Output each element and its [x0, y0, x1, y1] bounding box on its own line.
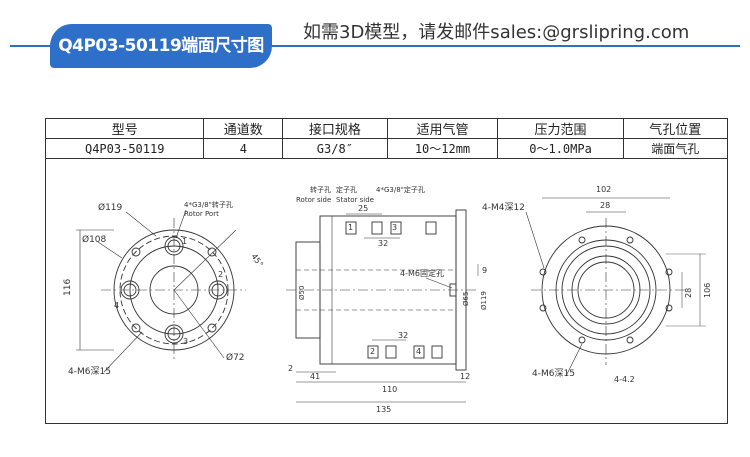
spec-value-cell: Q4P03-50119: [44, 138, 205, 159]
port-num: 4: [114, 301, 119, 310]
header-rule-left: [10, 45, 50, 47]
rotor-port-note-en: Rotor Port: [184, 210, 219, 218]
technical-drawing: Ø119 Ø108 Ø72 116 4*G3/8"转子孔 Rotor Port …: [63, 185, 712, 414]
port-num: 2: [370, 347, 375, 356]
header-rule-right: [272, 45, 740, 47]
dia-72-label: Ø72: [226, 352, 245, 363]
dia-50-label: Ø50: [298, 286, 306, 300]
spec-header-cell: 型号: [44, 118, 205, 139]
dia-outer-label: Ø119: [98, 202, 123, 213]
fix-hole-note: 4-M6固定孔: [400, 268, 444, 278]
m4-note: 4-M4深12: [482, 202, 525, 213]
dim-102: 102: [596, 185, 611, 194]
spec-header-cell: 接口规格: [282, 118, 388, 139]
spec-value-cell: 4: [203, 138, 284, 159]
dim-106: 106: [703, 283, 712, 298]
spec-header-cell: 压力范围: [497, 118, 624, 139]
contact-note: 如需3D模型，请发邮件sales:@grslipring.com: [303, 22, 690, 43]
port-num: 3: [392, 223, 397, 232]
spec-header-cell: 通道数: [203, 118, 284, 139]
dia-65-label: Ø65: [462, 292, 470, 306]
port-num: 4: [416, 347, 421, 356]
port-num: 3: [183, 337, 188, 346]
dim-2: 2: [288, 364, 293, 373]
dim-28-side: 28: [684, 288, 693, 298]
screw-note-left: 4-M6深15: [68, 366, 111, 377]
spec-header-cell: 气孔位置: [622, 118, 729, 139]
dim-12: 12: [460, 372, 470, 381]
stator-side-label: 定子孔: [336, 185, 357, 194]
spec-table: 型号 通道数 接口规格 适用气管 压力范围 气孔位置 Q4P03-50119 4…: [44, 118, 729, 159]
dim-41: 41: [310, 372, 320, 381]
spec-value-cell: G3/8″: [282, 138, 388, 159]
dim-25: 25: [358, 204, 368, 213]
angle-label: 45°: [249, 252, 265, 269]
dim-32-bot: 32: [398, 331, 408, 340]
stator-side-en: Stator side: [336, 196, 374, 204]
spec-value-cell: 10～12mm: [386, 138, 499, 159]
dia-bolt-label: Ø108: [82, 234, 107, 245]
title-badge: Q4P03-50119端面尺寸图: [50, 24, 272, 68]
rotor-side-label: 转子孔: [310, 185, 331, 194]
right-end-view: [525, 197, 706, 377]
port-num: 1: [182, 237, 187, 246]
port-num: 2: [218, 270, 223, 279]
side-section-view: [286, 209, 479, 403]
dim-135: 135: [376, 405, 391, 414]
spec-value-cell: 0～1.0MPa: [497, 138, 624, 159]
rotor-side-en: Rotor side: [296, 196, 331, 204]
rotor-port-note: 4*G3/8"转子孔: [184, 200, 233, 209]
dim-9: 9: [482, 266, 487, 275]
dia-119-label: Ø119: [480, 291, 488, 310]
height-116-label: 116: [63, 279, 73, 296]
port-num: 1: [348, 223, 353, 232]
stator-port-note: 4*G3/8"定子孔: [376, 185, 425, 194]
m6-note-right: 4-M6深15: [532, 368, 575, 379]
spec-value-row: Q4P03-50119 4 G3/8″ 10～12mm 0～1.0MPa 端面气…: [44, 138, 729, 159]
dim-110: 110: [382, 385, 397, 394]
dim-28-top: 28: [600, 201, 610, 210]
spec-value-cell: 端面气孔: [622, 138, 729, 159]
spec-header-cell: 适用气管: [386, 118, 499, 139]
dim-32-top: 32: [378, 239, 388, 248]
left-end-view: [76, 209, 246, 373]
dim-4-2: 4-4.2: [614, 375, 635, 384]
spec-header-row: 型号 通道数 接口规格 适用气管 压力范围 气孔位置: [44, 118, 729, 139]
